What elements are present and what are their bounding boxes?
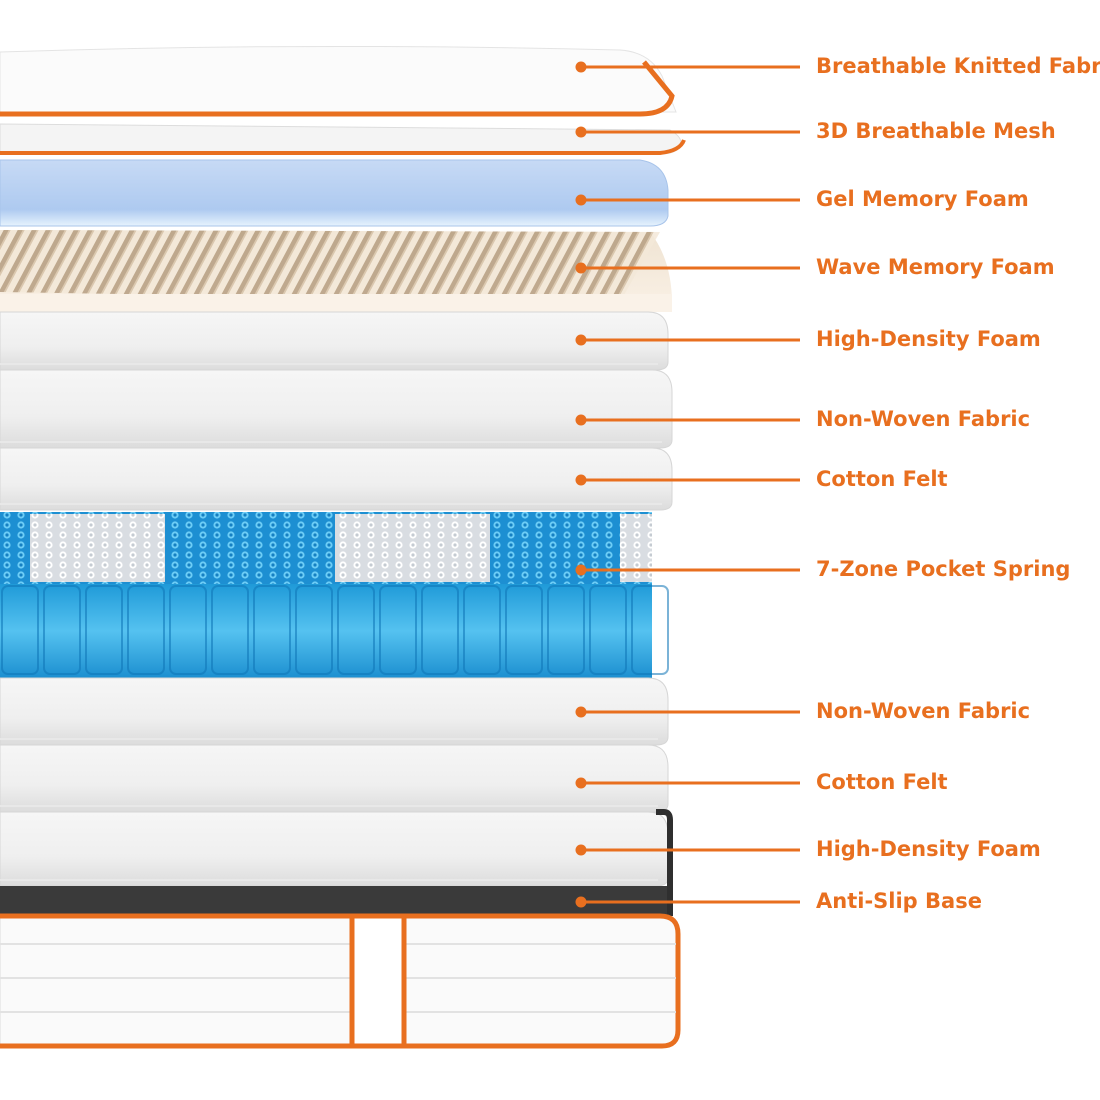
callout-7-dot [575,474,587,486]
layer-12-handle-strap [349,913,407,1049]
layer-8-coil [547,585,585,675]
layer-8-coil [337,585,375,675]
layer-12-anti-slip [0,886,672,916]
layer-8-coil [631,585,669,675]
layer-8-zone-2 [30,514,165,582]
layer-1-piping [0,60,675,117]
layer-8-coil [85,585,123,675]
layer-4-wave-base [0,294,672,312]
callout-4-dot [575,262,587,274]
layer-11-slab [0,811,669,887]
layer-8-coil [463,585,501,675]
layer-8-coil [421,585,459,675]
layer-8-coil [43,585,81,675]
callout-9-dot [575,706,587,718]
callout-5-dot [575,334,587,346]
layer-1-knitted-fabric [0,45,677,113]
layer-8-coil [295,585,333,675]
callout-3-dot [575,194,587,206]
layer-8-coil [211,585,249,675]
layer-6-slab [0,369,673,449]
layer-3-gel-foam [0,159,669,227]
layer-5-slab [0,311,669,371]
layer-10-slab [0,744,669,813]
layer-12-mattress-side [0,915,679,1047]
layer-9-slab [0,677,669,746]
layer-12-side-edge [656,809,673,916]
layer-8-coil [379,585,417,675]
layer-4-wave-ridges [0,230,660,302]
layer-8-coil [169,585,207,675]
callout-1-dot [575,61,587,73]
callout-8-dot [575,564,587,576]
layer-8-coil [253,585,291,675]
layer-8-coil [127,585,165,675]
callout-11-dot [575,844,587,856]
layer-8-zone-4 [335,514,490,582]
layer-2-piping [0,139,686,155]
layer-8-coil [589,585,627,675]
callout-6-dot [575,414,587,426]
layer-8-coil [505,585,543,675]
layer-7-slab [0,447,673,511]
callout-10-dot [575,777,587,789]
callout-12-dot [575,896,587,908]
layer-8-zone-6 [620,514,652,582]
callout-2-dot [575,126,587,138]
layer-12-piping [0,913,681,1049]
layer-8-spring-coils [0,584,652,678]
layer-8-coil [1,585,39,675]
